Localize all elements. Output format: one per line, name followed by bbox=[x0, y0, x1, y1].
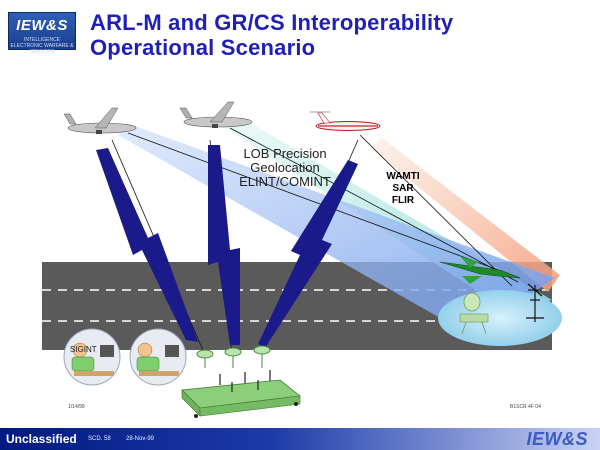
aircraft-guardrail bbox=[310, 111, 381, 131]
operator-station-1 bbox=[63, 328, 121, 386]
radar-tower bbox=[526, 283, 544, 322]
operator-station-2 bbox=[129, 328, 187, 386]
sensor-label: WAMTI SAR FLIR bbox=[386, 171, 420, 206]
classification-label: Unclassified bbox=[6, 432, 77, 446]
sensor-label-flir: FLIR bbox=[392, 195, 415, 206]
bolt-left bbox=[96, 148, 198, 342]
right-code-label: B1SCR 4F 04 bbox=[510, 404, 541, 410]
bolt-middle bbox=[208, 145, 240, 345]
lob-label: LOB Precision Geolocation ELINT/COMINT bbox=[239, 146, 331, 189]
title-line-2: Operational Scenario bbox=[90, 35, 316, 60]
sigint-label: SIGINT bbox=[70, 345, 97, 354]
ground-emitter bbox=[459, 292, 489, 335]
sensor-label-sar: SAR bbox=[392, 183, 414, 194]
title-line-1: ARL-M and GR/CS Interoperability bbox=[90, 10, 454, 35]
lob-label-line2: Geolocation bbox=[250, 160, 319, 175]
footer-date: 28-Nov-99 bbox=[126, 436, 155, 442]
logo-name: IEW&S bbox=[16, 17, 68, 34]
aircraft-arl-m-2 bbox=[179, 101, 253, 128]
chart-number: SCD. 58 bbox=[88, 436, 111, 442]
target-jet bbox=[439, 256, 521, 284]
beam-blue bbox=[118, 125, 555, 335]
datalink-bolts bbox=[96, 145, 358, 348]
ground-antennas bbox=[196, 345, 271, 368]
footer-brand: IEW&S bbox=[526, 429, 588, 449]
iews-logo: IEW&S INTELLIGENCE ELECTRONIC WARFARE & … bbox=[8, 12, 76, 55]
aircraft-arl-m-1 bbox=[63, 107, 137, 134]
lob-label-line3: ELINT/COMINT bbox=[239, 174, 331, 189]
sensor-label-wamti: WAMTI bbox=[386, 171, 420, 182]
left-code-label: 1/14/99 bbox=[68, 404, 85, 410]
slide-title: ARL-M and GR/CS Interoperability Operati… bbox=[90, 10, 590, 60]
ground-station-vans bbox=[181, 370, 301, 418]
bolt-right bbox=[258, 160, 358, 348]
beam-orange bbox=[370, 138, 560, 292]
logo-tagline: INTELLIGENCE ELECTRONIC WARFARE & SENSOR… bbox=[10, 37, 74, 55]
lob-label-line1: LOB Precision bbox=[243, 146, 326, 161]
footer-bar: Unclassified SCD. 58 28-Nov-99 IEW&S bbox=[0, 428, 600, 450]
